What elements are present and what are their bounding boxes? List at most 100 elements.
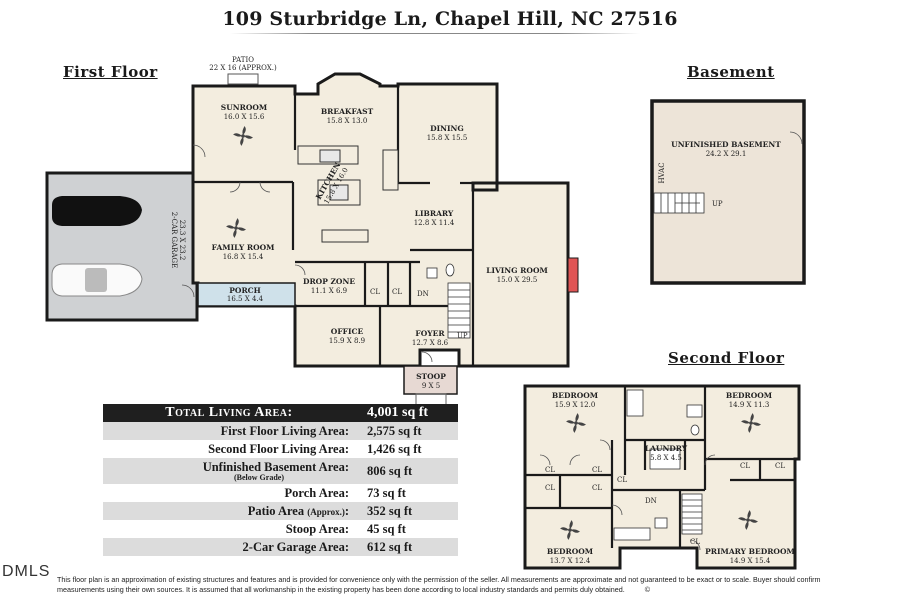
library-dims: 12.8 X 11.4 [414,219,455,227]
garage-cars [51,196,143,297]
second-floor-heading: Second Floor [668,349,785,367]
living-room-dims: 15.0 X 29.5 [497,276,538,284]
breakfast-dims: 15.8 X 13.0 [327,117,368,125]
basement-heading: Basement [687,63,775,81]
closet-label-1: CL [370,288,380,296]
bedroom1-dims: 15.9 X 12.0 [555,401,596,409]
sunroom-dims: 16.0 X 15.6 [224,113,265,121]
sf-closet-label-2: CL [592,466,602,474]
bedroom2-dims: 14.9 X 11.3 [729,401,770,409]
total-area-label: Total Living Area: [103,404,355,422]
bedroom3-dims: 13.7 X 12.4 [550,557,591,565]
stoop-area-label: Stoop Area: [285,521,349,536]
garage-area-label: 2-Car Garage Area: [103,538,355,556]
closet-label-2: CL [392,288,402,296]
second-floor-stairs [681,493,703,535]
office-label: OFFICE [331,327,364,336]
second-floor-outline [523,384,801,570]
title-underline [230,33,640,34]
basement-dims: 24.2 X 29.1 [706,150,747,158]
porch-area-label: Porch Area: [284,485,349,500]
sf-closet-label-1: CL [545,466,555,474]
laundry-label: LAUNDRY [645,444,688,453]
kitchen-fixtures [297,145,399,243]
primary-bedroom-label: PRIMARY BEDROOM [705,547,795,556]
primary-bedroom-dims: 14.9 X 15.4 [730,557,771,565]
table-row: Second Floor Living Area: 1,426 sq ft [103,440,458,458]
basement-up-label: UP [712,200,723,208]
disclaimer-body: This floor plan is an approximation of e… [57,575,821,594]
table-row: First Floor Living Area: 2,575 sq ft [103,422,458,440]
stairs-up-label: UP [457,332,468,340]
stoop-label: STOOP [416,372,446,381]
patio-label: PATIO [232,56,254,64]
second-floor-bath-fixtures [613,389,703,541]
first-floor-door-swings [181,144,433,363]
patio-marker [227,73,259,85]
first-floor-heading: First Floor [63,63,158,81]
breakfast-label: BREAKFAST [321,107,374,116]
garage-area-value: 612 sq ft [355,538,458,556]
table-row: Porch Area: 73 sq ft [103,484,458,502]
dining-label: DINING [430,124,464,133]
disclaimer-text: This floor plan is an approximation of e… [57,575,837,595]
garage-label: 2-CAR GARAGE [170,212,178,268]
porch-area [197,282,296,307]
total-area-value: 4,001 sq ft [355,404,458,422]
laundry-dims: 5.8 X 4.5 [650,454,682,462]
table-row: Patio Area (Approx.): 352 sq ft [103,502,458,520]
foyer-dims: 12.7 X 8.6 [412,339,449,347]
living-room-label: LIVING ROOM [486,266,548,275]
copyright-symbol: © [644,585,651,594]
basement-plan: UNFINISHED BASEMENT 24.2 X 29.1 HVAC UP [650,99,806,285]
sf-closet-label-7: CL [775,462,785,470]
hvac-label: HVAC [658,162,666,183]
second-floor-interior-walls [525,386,799,548]
table-row: Stoop Area: 45 sq ft [103,520,458,538]
bedroom1-label: BEDROOM [552,391,598,400]
porch-label: PORCH [229,286,260,295]
family-room-label: FAMILY ROOM [212,243,275,252]
drop-zone-dims: 11.1 X 6.9 [311,287,347,295]
first-floor-plan: PATIO 22 X 16 (APPROX.) SUNROOM 16.0 X 1… [45,56,579,407]
sf-closet-label-6: CL [740,462,750,470]
powder-room-fixtures [426,263,455,279]
bedroom3-label: BEDROOM [547,547,593,556]
basement-outline [650,99,806,285]
library-label: LIBRARY [415,209,454,218]
second-floor-area-label: Second Floor Living Area: [208,441,349,456]
second-floor-door-swings [539,439,716,551]
second-floor-plan: BEDROOM 15.9 X 12.0 BEDROOM 14.9 X 11.3 … [523,384,801,570]
stairs-down-label: DN [417,290,429,298]
basement-area-label: Unfinished Basement Area: [202,459,349,474]
table-row: 2-Car Garage Area: 612 sq ft [103,538,458,556]
patio-area-value: 352 sq ft [355,502,458,520]
office-dims: 15.9 X 8.9 [329,337,365,345]
basement-area-sublabel: (Below Grade) [234,472,284,482]
sunroom-label: SUNROOM [221,103,267,112]
table-row: Unfinished Basement Area: (Below Grade) … [103,458,458,484]
patio-area-colon: : [344,503,349,518]
mls-watermark: DMLS [2,563,51,580]
bedroom2-label: BEDROOM [726,391,772,400]
sf-closet-label-8: CL [690,538,700,546]
family-room-dims: 16.8 X 15.4 [223,253,264,261]
basement-door-swing [789,131,803,145]
first-floor-area-label: First Floor Living Area: [103,422,355,440]
drop-zone-label: DROP ZONE [303,277,355,286]
table-row: Total Living Area: 4,001 sq ft [103,404,458,422]
patio-dims: 22 X 16 (APPROX.) [209,64,277,72]
basement-label: UNFINISHED BASEMENT [671,140,781,149]
second-floor-area-value: 1,426 sq ft [367,441,422,456]
dining-dims: 15.8 X 15.5 [427,134,468,142]
porch-dims: 16.5 X 4.4 [227,295,264,303]
sf-stairs-down-label: DN [645,497,657,505]
garage-dims: 23.3 X 23.2 [178,220,186,261]
first-floor-area-value: 2,575 sq ft [355,422,458,440]
basement-stairs [653,192,705,214]
sf-closet-label-3: CL [545,484,555,492]
foyer-label: FOYER [415,329,445,338]
patio-area-label: Patio Area [247,503,305,518]
first-floor-stairs [447,282,471,339]
